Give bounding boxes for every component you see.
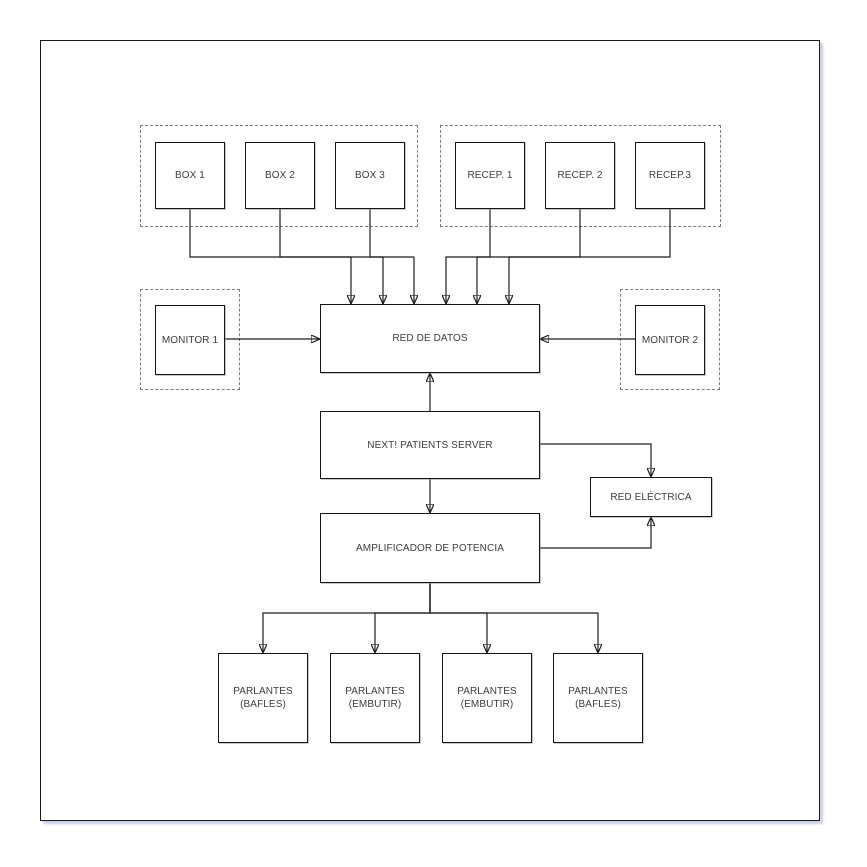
node-red-de-datos: RED DE DATOS bbox=[320, 304, 540, 373]
node-recep-2: RECEP. 2 bbox=[545, 142, 615, 209]
node-box-1: BOX 1 bbox=[155, 142, 225, 209]
node-parlantes-3-label: PARLANTES (EMBUTIR) bbox=[457, 686, 517, 710]
node-amplificador-label: AMPLIFICADOR DE POTENCIA bbox=[356, 542, 504, 554]
node-parlantes-4: PARLANTES (BAFLES) bbox=[553, 653, 643, 743]
edge-recep1-red-de-datos bbox=[446, 209, 491, 304]
node-box-3: BOX 3 bbox=[335, 142, 405, 209]
node-box-2-label: BOX 2 bbox=[265, 170, 295, 181]
node-red-electrica: RED ELÉCTRICA bbox=[590, 477, 712, 517]
node-monitor-2: MONITOR 2 bbox=[635, 305, 705, 375]
edge-amplificador-red-electrica bbox=[540, 517, 651, 549]
node-parlantes-4-label: PARLANTES (BAFLES) bbox=[568, 686, 628, 710]
node-box-1-label: BOX 1 bbox=[175, 170, 205, 181]
node-recep-1: RECEP. 1 bbox=[455, 142, 525, 209]
node-patients-server-label: NEXT! PATIENTS SERVER bbox=[367, 439, 493, 451]
edge-box1-red-de-datos bbox=[189, 209, 351, 304]
node-recep-2-label: RECEP. 2 bbox=[557, 170, 603, 181]
edge-box3-red-de-datos bbox=[369, 209, 414, 304]
node-amplificador: AMPLIFICADOR DE POTENCIA bbox=[320, 513, 540, 583]
edge-recep3-red-de-datos bbox=[509, 209, 671, 304]
node-red-electrica-label: RED ELÉCTRICA bbox=[610, 491, 692, 503]
node-parlantes-2-label: PARLANTES (EMBUTIR) bbox=[345, 686, 405, 710]
node-recep-1-label: RECEP. 1 bbox=[467, 170, 513, 181]
edge-amplificador-parlantes4 bbox=[429, 583, 598, 653]
edge-server-red-electrica bbox=[540, 443, 651, 477]
node-patients-server: NEXT! PATIENTS SERVER bbox=[320, 411, 540, 479]
edge-amplificador-parlantes1 bbox=[263, 583, 431, 653]
node-parlantes-2: PARLANTES (EMBUTIR) bbox=[330, 653, 420, 743]
node-parlantes-1: PARLANTES (BAFLES) bbox=[218, 653, 308, 743]
node-monitor-1-label: MONITOR 1 bbox=[161, 334, 219, 346]
edge-box2-red-de-datos bbox=[279, 209, 383, 304]
node-monitor-2-label: MONITOR 2 bbox=[641, 334, 699, 346]
node-box-2: BOX 2 bbox=[245, 142, 315, 209]
node-parlantes-3: PARLANTES (EMBUTIR) bbox=[442, 653, 532, 743]
node-monitor-1: MONITOR 1 bbox=[155, 305, 225, 375]
node-red-de-datos-label: RED DE DATOS bbox=[392, 333, 468, 344]
node-box-3-label: BOX 3 bbox=[355, 170, 385, 181]
node-recep-3-label: RECEP.3 bbox=[648, 170, 692, 181]
edge-amplificador-parlantes2 bbox=[375, 583, 431, 653]
edge-amplificador-parlantes3 bbox=[429, 583, 487, 653]
node-recep-3: RECEP.3 bbox=[635, 142, 705, 209]
box-group-container bbox=[140, 125, 418, 227]
node-parlantes-1-label: PARLANTES (BAFLES) bbox=[233, 686, 293, 710]
